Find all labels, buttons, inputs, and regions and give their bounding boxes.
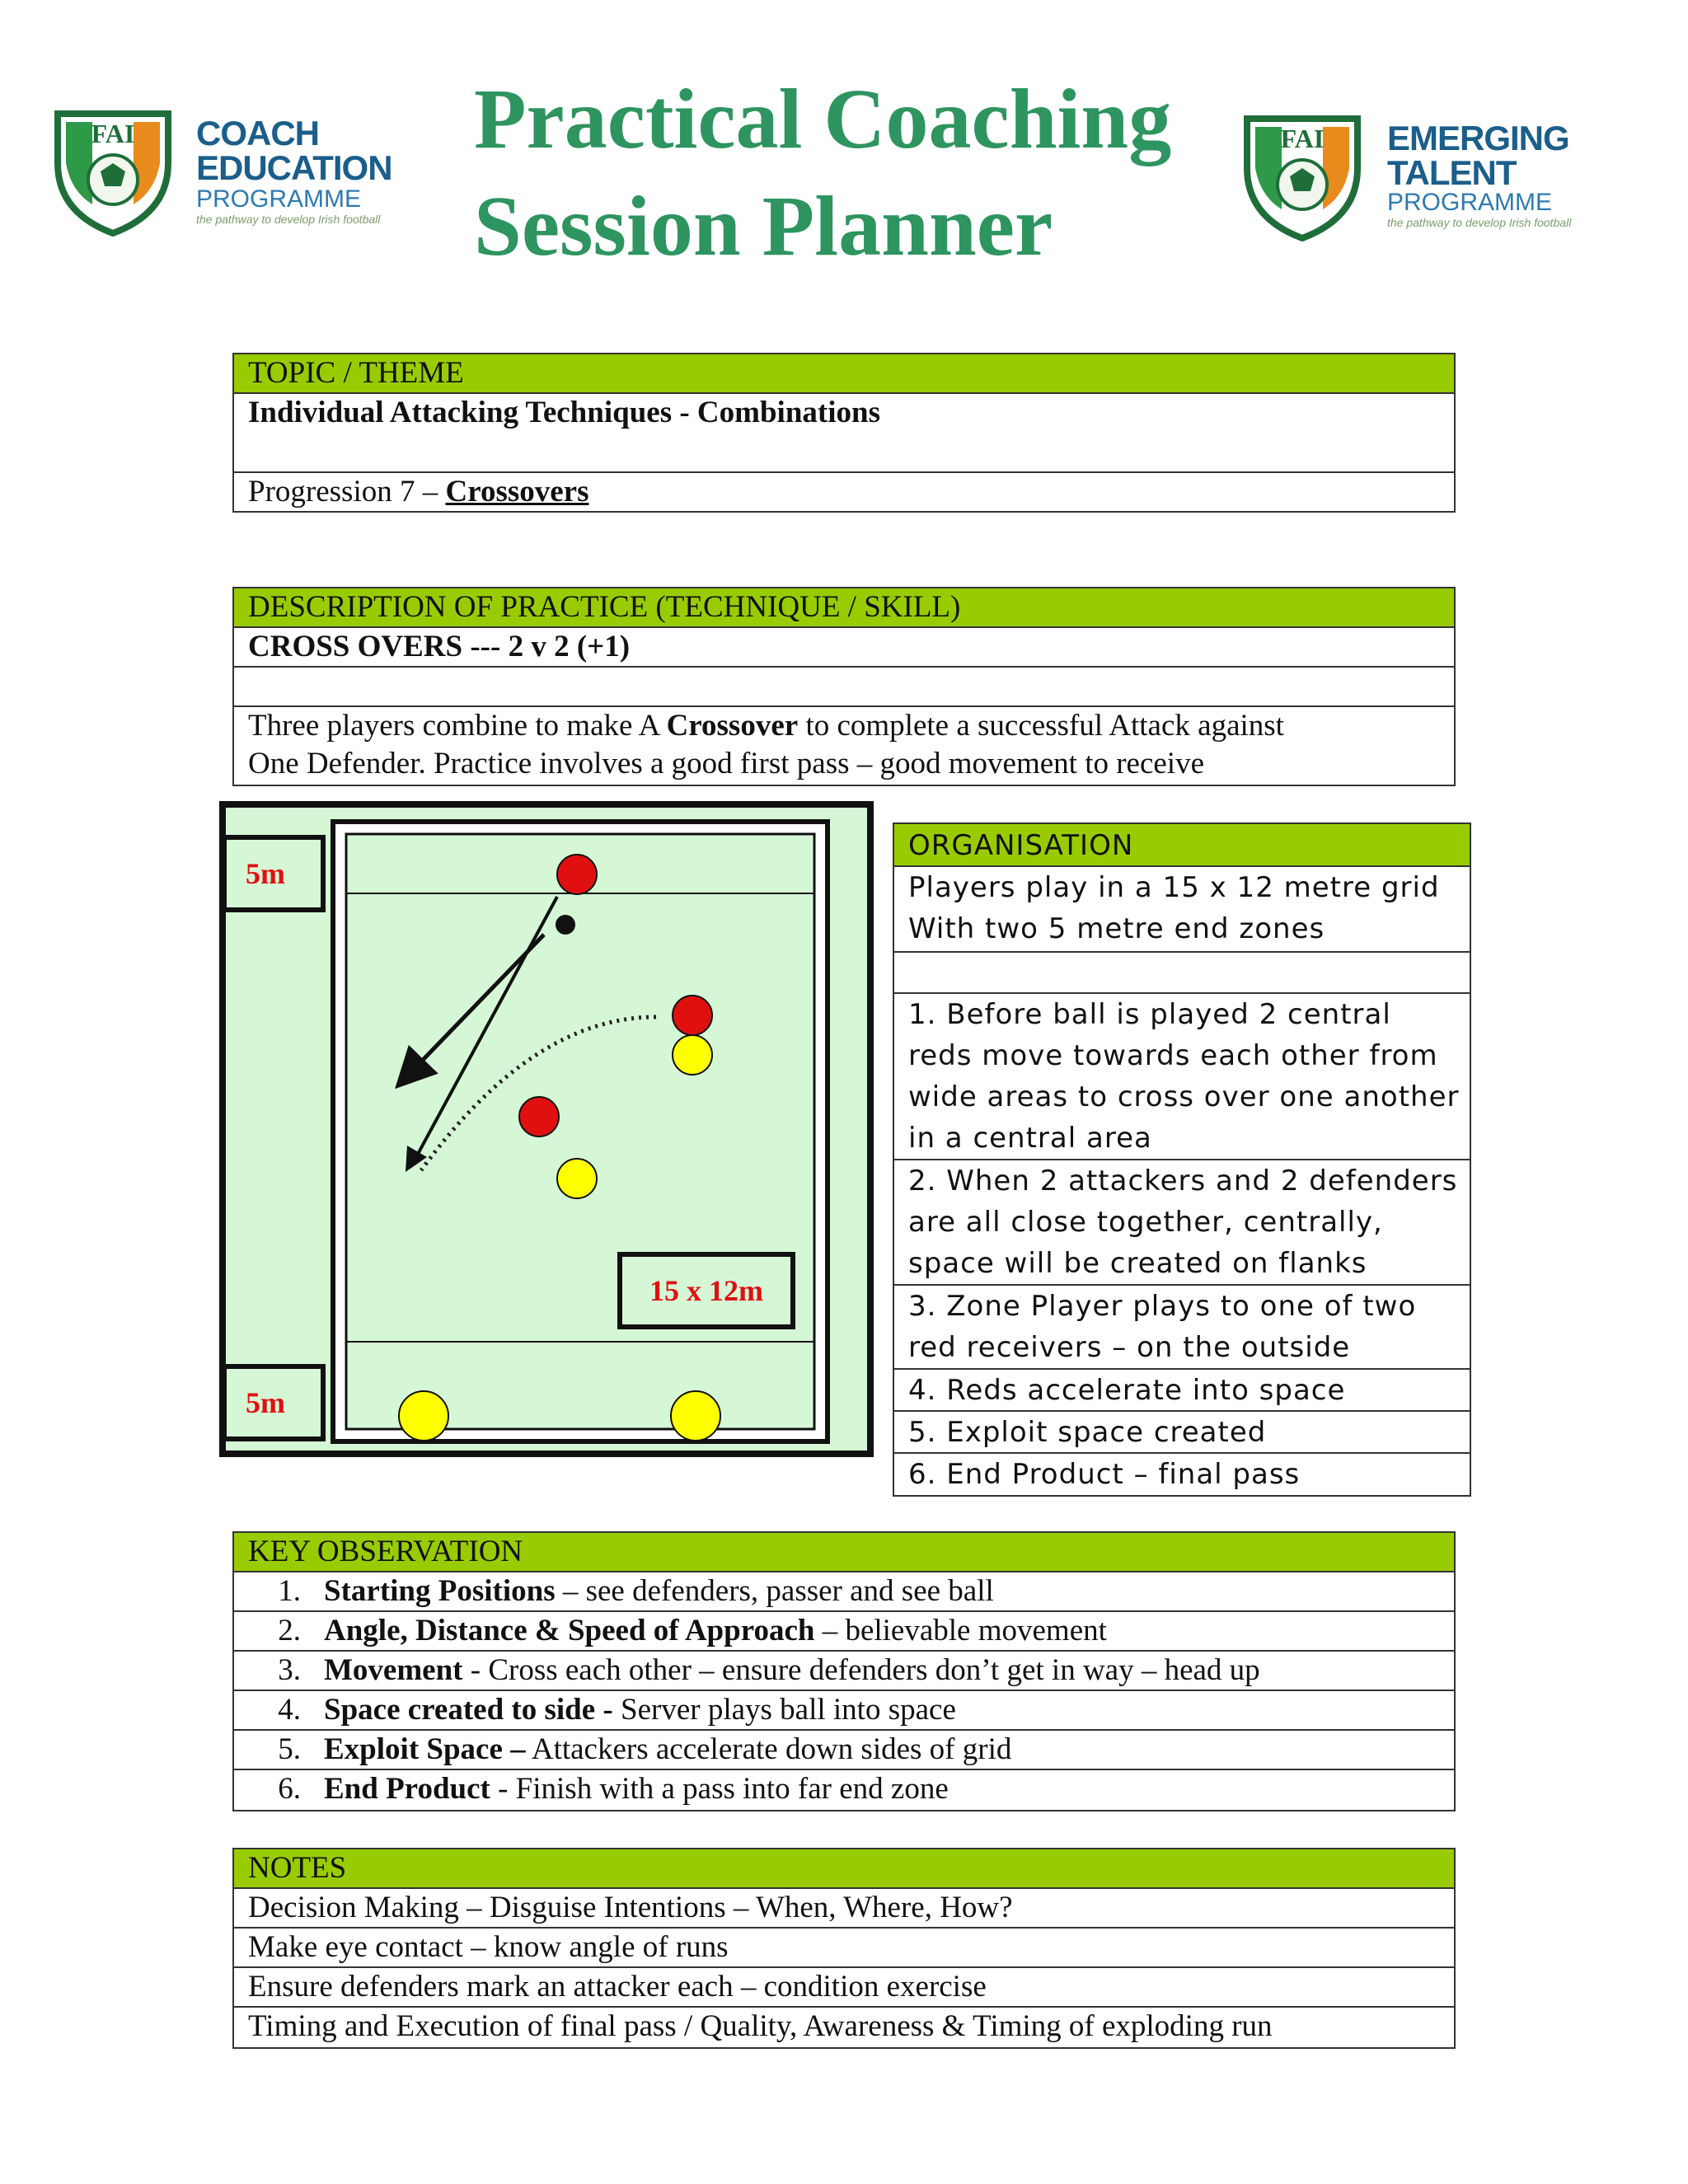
- observation-row: 1. Starting Positions – see defenders, pa…: [234, 1572, 1454, 1612]
- right-logo-tagline: the pathway to develop Irish football: [1387, 216, 1572, 229]
- observation-key: End Product: [324, 1772, 490, 1806]
- notes-heading: NOTES: [234, 1849, 1454, 1889]
- observation-key: Starting Positions: [324, 1574, 556, 1608]
- topic-progression: Progression 7 – Crossovers: [234, 473, 1454, 511]
- organisation-blank-row: [894, 953, 1470, 994]
- observation-detail: – see defenders, passer and see ball: [555, 1574, 994, 1608]
- observation-row: 6. End Product - Finish with a pass into …: [234, 1770, 1454, 1810]
- observation-detail: – believable movement: [814, 1614, 1107, 1647]
- organisation-step-1: 1. Before ball is played 2 central reds …: [894, 994, 1470, 1160]
- grid-area: [345, 832, 816, 1431]
- fai-shield-icon: FAI: [1244, 115, 1361, 242]
- zone-top-label-box: [222, 835, 326, 912]
- organisation-intro: Players play in a 15 x 12 metre grid Wit…: [894, 867, 1470, 953]
- observation-number: 5.: [278, 1732, 301, 1766]
- grid-size-label-box: [617, 1252, 795, 1329]
- red-player-icon: [518, 1096, 560, 1137]
- notes-row: Make eye contact – know angle of runs: [234, 1929, 1454, 1968]
- organisation-step-6: 6. End Product – final pass: [908, 1458, 1301, 1491]
- organisation-step-2: 2. When 2 attackers and 2 defenders are …: [894, 1160, 1470, 1286]
- topic-table: TOPIC / THEME Individual Attacking Techn…: [232, 353, 1456, 513]
- pass-arrow: [395, 933, 546, 1090]
- progression-name: Crossovers: [445, 475, 589, 509]
- yellow-player-icon: [556, 1158, 598, 1199]
- organisation-step-5: 5. Exploit space created: [894, 1412, 1470, 1454]
- observation-number: 3.: [278, 1653, 301, 1687]
- page-title: Practical Coaching Session Planner: [474, 66, 1232, 280]
- organisation-step-4: 4. Reds accelerate into space: [894, 1370, 1470, 1412]
- fai-shield-icon: FAI: [54, 110, 171, 237]
- topic-title: Individual Attacking Techniques - Combin…: [234, 394, 1454, 473]
- yellow-player-icon: [672, 1034, 713, 1076]
- progression-prefix: Progression 7 –: [248, 475, 446, 509]
- notes-row: Ensure defenders mark an attacker each –…: [234, 1968, 1454, 2008]
- observation-number: 1.: [278, 1574, 301, 1608]
- run-arrow-head: [406, 1146, 427, 1172]
- observation-number: 2.: [278, 1614, 301, 1647]
- organisation-step-3: 3. Zone Player plays to one of two red r…: [894, 1286, 1470, 1370]
- svg-text:FAI: FAI: [91, 119, 135, 148]
- dotted-run-path: [419, 1015, 657, 1172]
- observation-detail: Attackers accelerate down sides of grid: [525, 1732, 1012, 1766]
- observation-key: Movement: [324, 1653, 463, 1687]
- observation-row: 2. Angle, Distance & Speed of Approach – …: [234, 1612, 1454, 1652]
- observation-key: Exploit Space –: [324, 1732, 526, 1766]
- left-logo-line2: EDUCATION: [196, 148, 393, 187]
- observation-detail: Server plays ball into space: [612, 1693, 956, 1727]
- page-title-line1: Practical Coaching: [474, 72, 1172, 166]
- observation-row: 4. Space created to side - Server plays b…: [234, 1691, 1454, 1731]
- notes-row: Decision Making – Disguise Intentions – …: [234, 1889, 1454, 1929]
- red-player-icon: [556, 854, 598, 895]
- left-logo-tagline: the pathway to develop Irish football: [196, 213, 381, 226]
- yellow-player-icon: [398, 1390, 449, 1441]
- observation-key: Angle, Distance & Speed of Approach: [324, 1614, 815, 1647]
- right-logo-line2: TALENT: [1387, 153, 1517, 192]
- run-line: [415, 896, 559, 1156]
- red-player-icon: [672, 995, 713, 1036]
- observation-number: 6.: [278, 1772, 301, 1806]
- page-title-line2: Session Planner: [474, 179, 1053, 274]
- description-blank-row: [234, 668, 1454, 707]
- right-logo-line1: EMERGING: [1387, 119, 1570, 157]
- observation-table: KEY OBSERVATION 1. Starting Positions – s…: [232, 1531, 1456, 1811]
- notes-table: NOTES Decision Making – Disguise Intenti…: [232, 1848, 1456, 2049]
- ball-icon: [556, 915, 575, 935]
- notes-row: Timing and Execution of final pass / Qua…: [248, 2009, 1273, 2043]
- zone-top-label: 5m: [246, 857, 285, 890]
- grid-size-label: 15 x 12m: [649, 1274, 763, 1307]
- observation-row: 5. Exploit Space – Attackers accelerate d…: [234, 1731, 1454, 1770]
- left-logo-line1: COACH: [196, 114, 320, 152]
- observation-detail: - Cross each other – ensure defenders do…: [462, 1653, 1260, 1687]
- svg-text:FAI: FAI: [1281, 124, 1325, 153]
- yellow-player-icon: [670, 1390, 721, 1441]
- zone-bottom-label-box: [222, 1364, 326, 1441]
- observation-key: Space created to side -: [324, 1693, 613, 1727]
- observation-heading: KEY OBSERVATION: [234, 1533, 1454, 1572]
- organisation-table: ORGANISATION Players play in a 15 x 12 m…: [893, 823, 1471, 1497]
- description-title: CROSS OVERS --- 2 v 2 (+1): [234, 628, 1454, 668]
- description-table: DESCRIPTION OF PRACTICE (TECHNIQUE / SKI…: [232, 587, 1456, 786]
- observation-number: 4.: [278, 1693, 301, 1727]
- observation-row: 3. Movement - Cross each other – ensure d…: [234, 1652, 1454, 1691]
- observation-detail: - Finish with a pass into far end zone: [490, 1772, 949, 1806]
- description-heading: DESCRIPTION OF PRACTICE (TECHNIQUE / SKI…: [234, 588, 1454, 628]
- right-logo-line3: PROGRAMME: [1387, 189, 1553, 216]
- organisation-heading: ORGANISATION: [894, 824, 1470, 867]
- zone-bottom-label: 5m: [246, 1386, 285, 1419]
- topic-heading: TOPIC / THEME: [234, 354, 1454, 394]
- left-logo-line3: PROGRAMME: [196, 185, 362, 213]
- practice-diagram: 5m 5m 15 x 12m: [219, 801, 874, 1457]
- description-body: Three players combine to make A Crossove…: [248, 709, 1284, 780]
